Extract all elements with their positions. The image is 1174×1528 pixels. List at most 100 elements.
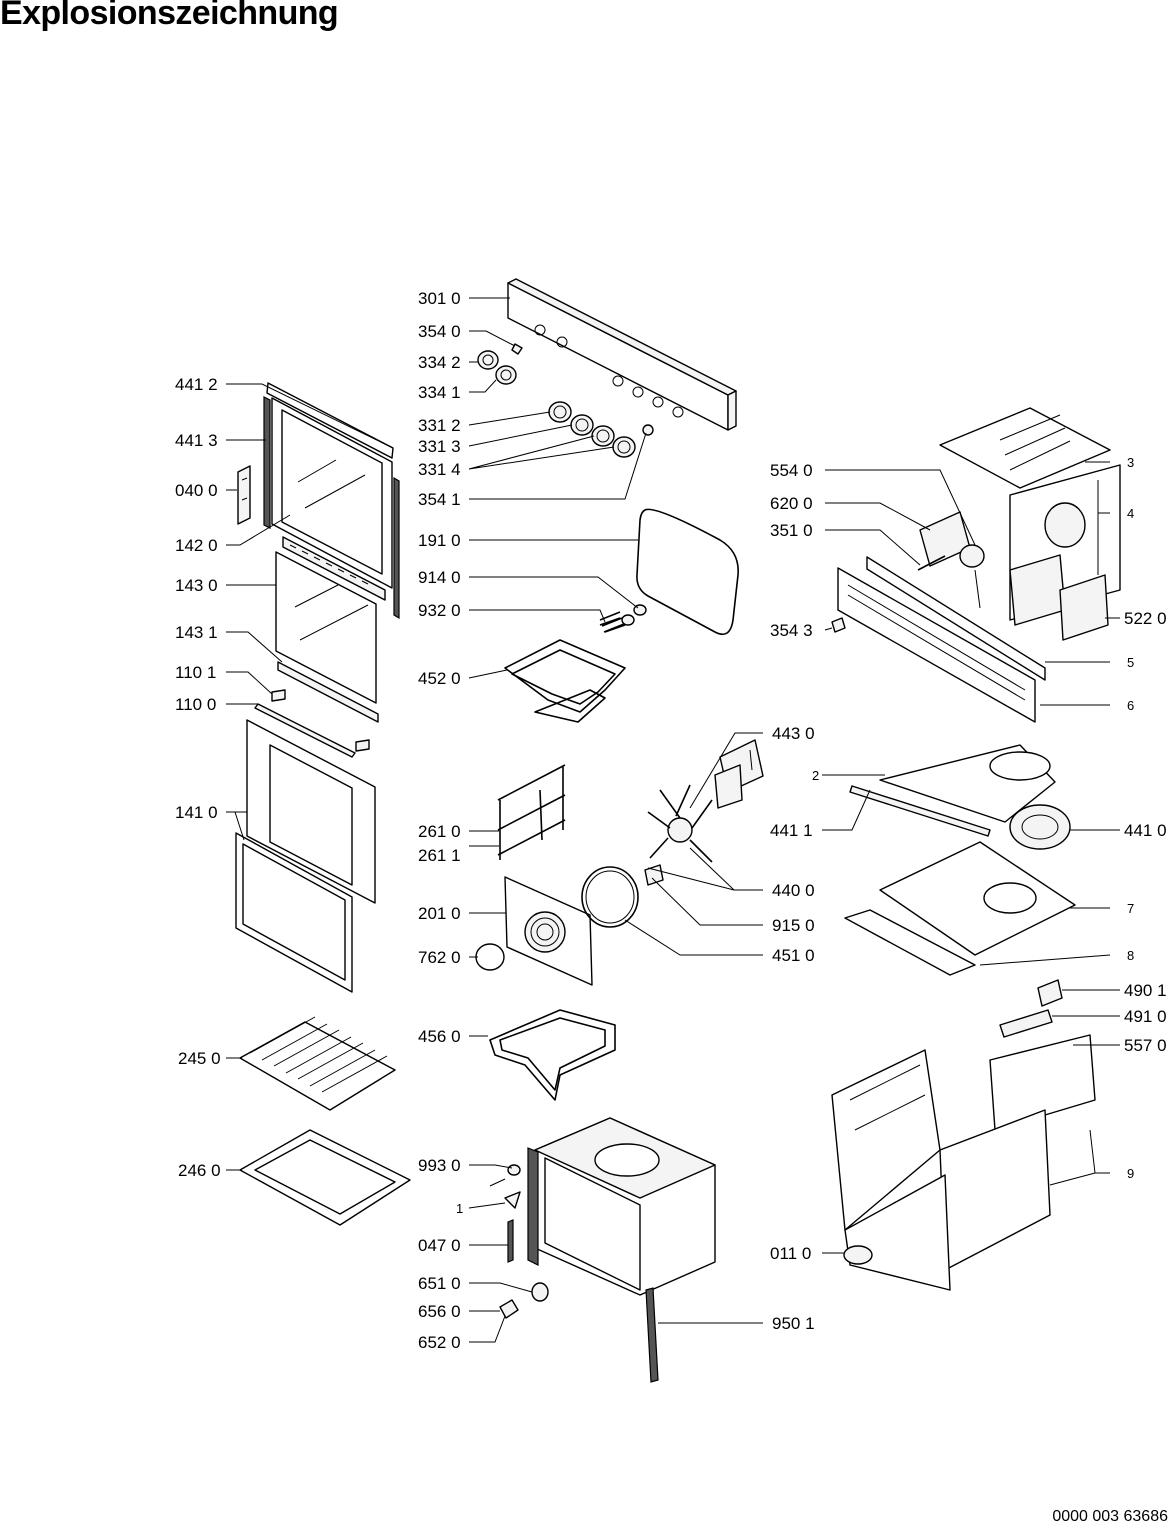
- label-n6: 6: [1127, 698, 1134, 713]
- part-labels: 301 0 354 0 334 2 334 1 331 2 331 3 331 …: [175, 289, 1167, 1352]
- cavity-seal-strip: [645, 1287, 659, 1383]
- top-cover-rail: [849, 785, 991, 837]
- label-3312: 331 2: [418, 416, 461, 435]
- oven-casing: [831, 1034, 1096, 1291]
- top-cover-plate: [879, 744, 1056, 823]
- label-5570: 557 0: [1124, 1036, 1167, 1055]
- label-4410: 441 0: [1124, 821, 1167, 840]
- label-4910: 491 0: [1124, 1007, 1167, 1026]
- control-panel-fascia: [507, 278, 737, 431]
- label-5220: 522 0: [1124, 609, 1167, 628]
- leader-lines: [226, 297, 1120, 1343]
- fan-motor: [714, 739, 764, 809]
- catch-bracket: [504, 1191, 521, 1209]
- label-2450: 245 0: [178, 1049, 221, 1068]
- label-4520: 452 0: [418, 669, 461, 688]
- label-n7: 7: [1127, 901, 1134, 916]
- door-fixing-brackets: [271, 689, 370, 752]
- label-1431: 143 1: [175, 623, 218, 642]
- label-1430: 143 0: [175, 576, 218, 595]
- timer-thermostat: [959, 544, 985, 609]
- label-2611: 261 1: [418, 846, 461, 865]
- label-1101: 110 1: [175, 663, 216, 682]
- label-9501: 950 1: [772, 1314, 815, 1333]
- outer-door-panel: [246, 719, 376, 904]
- fan-cover-panel: [504, 876, 593, 986]
- label-1420: 142 0: [175, 536, 218, 555]
- control-knobs: [548, 401, 636, 458]
- label-n5: 5: [1127, 655, 1134, 670]
- label-4400: 440 0: [772, 881, 815, 900]
- grill-element: [504, 617, 626, 723]
- label-3510: 351 0: [770, 521, 813, 540]
- label-9930: 993 0: [418, 1156, 461, 1175]
- label-4901: 490 1: [1124, 981, 1167, 1000]
- lamp-holder: [499, 1282, 549, 1319]
- label-n9: 9: [1127, 1166, 1134, 1181]
- label-0470: 047 0: [418, 1236, 461, 1255]
- lamp-cover: [475, 943, 505, 971]
- inner-door-glass: [275, 551, 377, 704]
- door-trim-strip: [277, 661, 379, 723]
- label-4412: 441 2: [175, 375, 218, 394]
- frame-screw: [831, 617, 846, 633]
- label-3342: 334 2: [418, 353, 461, 372]
- label-4560: 456 0: [418, 1027, 461, 1046]
- label-3341: 334 1: [418, 383, 461, 402]
- label-2010: 201 0: [418, 904, 461, 923]
- shelf-runners: [497, 764, 566, 860]
- label-7620: 762 0: [418, 948, 461, 967]
- feet-part: [843, 1245, 873, 1265]
- label-6200: 620 0: [770, 494, 813, 513]
- baking-tray: [239, 1129, 411, 1226]
- label-2610: 261 0: [418, 822, 461, 841]
- element-screw-parts: [599, 604, 647, 633]
- insulation-plate: [879, 841, 1076, 956]
- label-6520: 652 0: [418, 1333, 461, 1352]
- label-6510: 651 0: [418, 1274, 461, 1293]
- label-2460: 246 0: [178, 1161, 221, 1180]
- label-0110: 011 0: [770, 1244, 811, 1263]
- label-4413: 441 3: [175, 431, 218, 450]
- label-4510: 451 0: [772, 946, 815, 965]
- label-9140: 914 0: [418, 568, 461, 587]
- front-sill-plate: [844, 909, 976, 976]
- small-knob-pair: [477, 350, 517, 385]
- control-frame: [837, 567, 1036, 723]
- knob-spindle: [642, 424, 654, 436]
- vertical-guide: [507, 1219, 514, 1263]
- door-spacer-bar: [254, 703, 356, 758]
- label-3540: 354 0: [418, 322, 461, 341]
- top-insulation-plate: [939, 407, 1111, 489]
- small-clip-part: [511, 343, 523, 355]
- oven-door-seal: [636, 508, 739, 636]
- label-4430: 443 0: [772, 724, 815, 743]
- label-3313: 331 3: [418, 437, 461, 456]
- switch-rod: [917, 555, 946, 571]
- oven-cavity: [527, 1117, 716, 1296]
- label-4411: 441 1: [770, 821, 813, 840]
- label-9320: 932 0: [418, 601, 461, 620]
- label-5540: 554 0: [770, 461, 813, 480]
- label-3543: 354 3: [770, 621, 813, 640]
- door-glass-frame: [271, 397, 393, 589]
- page-title: Explosionszeichnung: [0, 0, 339, 32]
- label-1100: 110 0: [175, 695, 216, 714]
- document-number: 0000 003 63686: [1052, 1508, 1168, 1525]
- label-9150: 915 0: [772, 916, 815, 935]
- fan-blade: [647, 784, 713, 863]
- label-1410: 141 0: [175, 803, 218, 822]
- lower-heating-element: [489, 1009, 616, 1101]
- electronics-box: [919, 511, 1109, 641]
- label-3010: 301 0: [418, 289, 461, 308]
- cooling-fan: [1009, 804, 1071, 850]
- label-6560: 656 0: [418, 1302, 461, 1321]
- door-handle-rail: [282, 536, 386, 601]
- label-n8: 8: [1127, 948, 1134, 963]
- label-n4: 4: [1127, 506, 1134, 521]
- wire-shelf: [239, 1016, 396, 1111]
- door-hinge: [237, 465, 251, 525]
- door-catch: [489, 1164, 521, 1187]
- label-n3: 3: [1127, 455, 1134, 470]
